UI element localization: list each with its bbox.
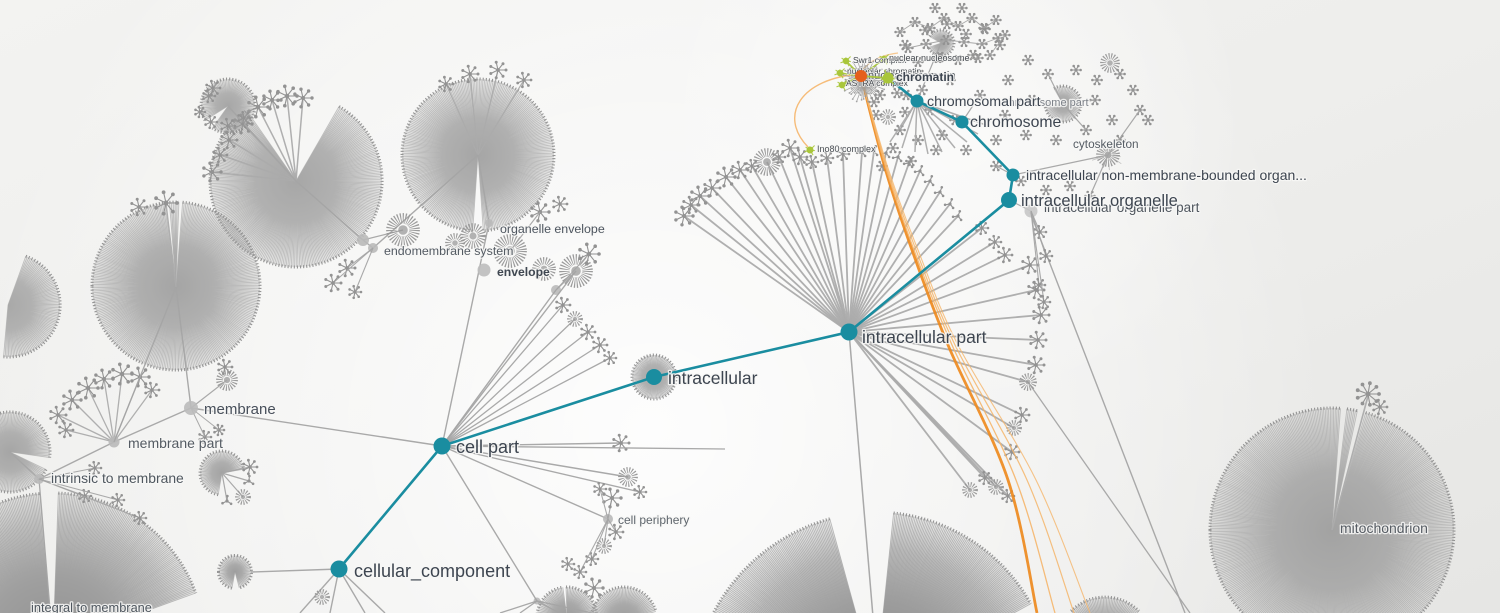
svg-text:intracellular: intracellular (668, 368, 758, 388)
svg-text:chromosome: chromosome (970, 114, 1062, 131)
svg-text:cytoskeleton: cytoskeleton (1073, 137, 1139, 151)
svg-text:intracellular non-membrane-bou: intracellular non-membrane-bounded organ… (1026, 167, 1307, 183)
svg-text:envelope: envelope (497, 265, 550, 279)
svg-text:intracellular organelle part: intracellular organelle part (1044, 200, 1200, 215)
svg-text:intracellular part: intracellular part (862, 327, 987, 347)
svg-text:Ino80 complex: Ino80 complex (817, 144, 876, 154)
svg-text:intracellular organelle: intracellular organelle (1021, 192, 1178, 210)
svg-text:chromosomal part: chromosomal part (927, 94, 1041, 110)
svg-text:chromatin: chromatin (896, 70, 954, 84)
svg-text:organelle envelope: organelle envelope (500, 222, 605, 236)
svg-text:intrinsic to membrane: intrinsic to membrane (51, 470, 184, 486)
svg-text:mitochondrion: mitochondrion (1340, 520, 1428, 536)
svg-text:chromosome part: chromosome part (1003, 97, 1089, 109)
svg-text:cell periphery: cell periphery (618, 513, 689, 527)
svg-text:integral to membrane: integral to membrane (31, 600, 152, 613)
svg-text:Swr1 complex: Swr1 complex (853, 55, 907, 65)
svg-text:cellular_component: cellular_component (354, 561, 510, 582)
svg-text:ASTRA complex: ASTRA complex (846, 78, 909, 88)
svg-text:endomembrane system: endomembrane system (384, 244, 513, 258)
svg-text:membrane: membrane (204, 401, 276, 418)
svg-text:nucleolar chromatin: nucleolar chromatin (847, 66, 921, 76)
svg-text:nuclear nucleosome: nuclear nucleosome (889, 53, 970, 63)
svg-text:membrane part: membrane part (128, 435, 223, 451)
svg-text:cell part: cell part (456, 437, 519, 457)
